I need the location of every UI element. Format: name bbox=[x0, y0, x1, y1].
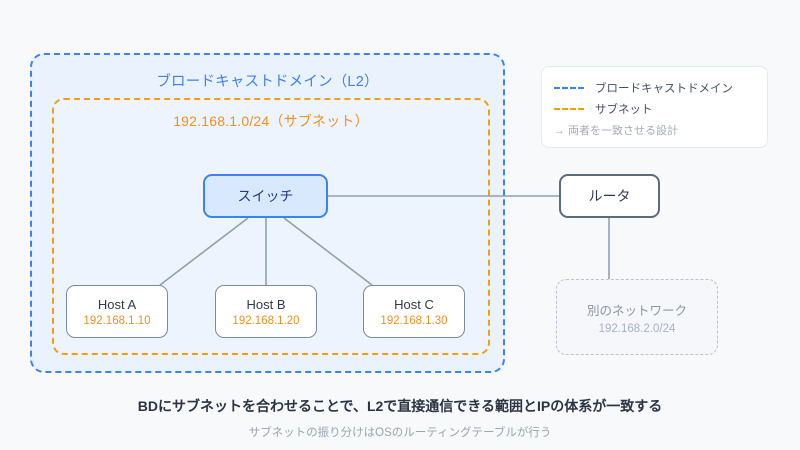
other-network-title: 別のネットワーク bbox=[586, 303, 687, 318]
host-ip: 192.168.1.20 bbox=[232, 314, 300, 327]
router-label: ルータ bbox=[588, 188, 631, 204]
legend-item-broadcast-domain: ブロードキャストドメイン bbox=[554, 77, 755, 98]
host-ip: 192.168.1.30 bbox=[380, 314, 448, 327]
dashed-line-orange-icon bbox=[554, 107, 584, 110]
host-name: Host B bbox=[246, 296, 286, 312]
other-network-container: 別のネットワーク 192.168.2.0/24 bbox=[556, 279, 718, 355]
legend-panel: ブロードキャストドメイン サブネット → 両者を一致させる設計 bbox=[541, 66, 768, 148]
host-node-b[interactable]: Host B 192.168.1.20 bbox=[215, 285, 317, 338]
legend-item-label: ブロードキャストドメイン bbox=[595, 82, 733, 95]
host-name: Host C bbox=[394, 296, 434, 312]
host-ip: 192.168.1.10 bbox=[83, 314, 151, 327]
host-node-c[interactable]: Host C 192.168.1.30 bbox=[363, 285, 465, 338]
broadcast-domain-label: ブロードキャストドメイン（L2） bbox=[156, 74, 379, 90]
dashed-line-blue-icon bbox=[554, 86, 584, 89]
legend-item-label: サブネット bbox=[595, 103, 653, 116]
host-name: Host A bbox=[97, 296, 137, 312]
host-node-a[interactable]: Host A 192.168.1.10 bbox=[66, 285, 168, 338]
legend-note: → 両者を一致させる設計 bbox=[554, 125, 679, 137]
legend-item-subnet: サブネット bbox=[554, 98, 755, 119]
other-network-ip: 192.168.2.0/24 bbox=[598, 322, 676, 335]
link-switch-host-c bbox=[283, 217, 373, 286]
switch-label: スイッチ bbox=[237, 188, 294, 204]
switch-node[interactable]: スイッチ bbox=[203, 174, 328, 218]
subnet-label: 192.168.1.0/24（サブネット） bbox=[173, 113, 369, 129]
caption-main: BDにサブネットを合わせることで、L2で直接通信できる範囲とIPの体系が一致する bbox=[137, 398, 663, 414]
router-node[interactable]: ルータ bbox=[559, 174, 660, 218]
caption-sub: サブネットの振り分けはOSのルーティングテーブルが行う bbox=[248, 427, 552, 439]
link-switch-host-a bbox=[159, 217, 249, 286]
